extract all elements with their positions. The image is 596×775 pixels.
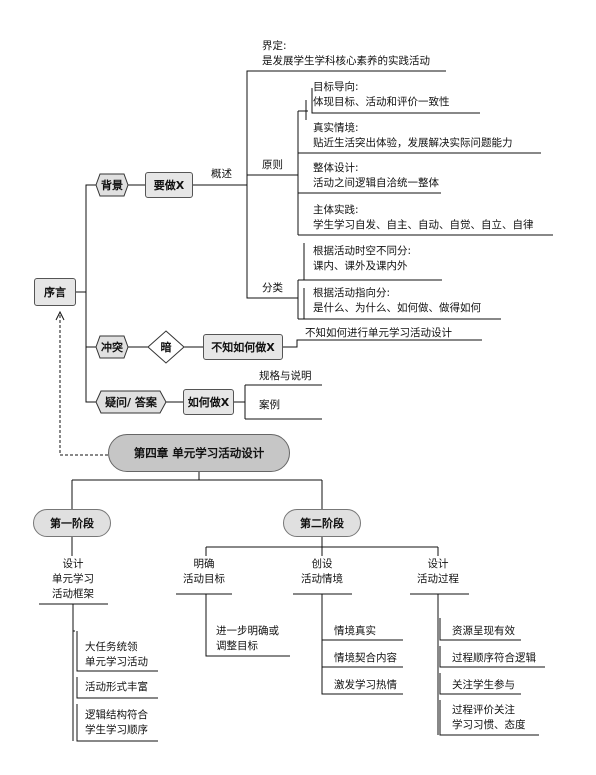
stage1-item: 逻辑结构符合 学生学习顺序 [85,709,148,736]
principle-item: 整体设计: 活动之间逻辑自洽统一整体 [313,162,439,189]
stage2-label: 第二阶段 [300,517,344,530]
background-node: 背景 [96,174,128,196]
process-item: 关注学生参与 [452,679,515,691]
need-node: 要做X [145,172,193,198]
stage1-node: 第一阶段 [33,509,111,537]
conflict-label: 冲突 [101,341,123,354]
goal-item: 进一步明确或 调整目标 [216,625,279,652]
chapter-title: 第四章 单元学习活动设计 [133,446,265,460]
overview-label: 概述 [211,168,232,180]
stage1-design: 设计 单元学习 活动框架 [52,558,94,600]
principle-item: 主体实践: 学生学习自发、自主、自动、自觉、自立、自律 [313,204,534,231]
how-label: 如何做X [187,396,230,409]
process-item: 资源呈现有效 [452,625,515,637]
scene-item: 情境真实 [334,625,376,637]
conflict-detail: 不知如何进行单元学习活动设计 [305,327,452,339]
stage1-item: 活动形式丰富 [85,681,148,693]
stage2-goal: 明确 活动目标 [183,558,225,585]
stage2-scene: 创设 活动情境 [301,558,343,585]
definition-text: 界定: 是发展学生学科核心素养的实践活动 [262,40,430,67]
category-item: 根据活动指向分: 是什么、为什么、如何做、做得如何 [313,287,481,314]
category-item: 根据活动时空不同分: 课内、课外及课内外 [313,245,412,272]
hint-label: 暗 [160,341,172,354]
process-item: 过程顺序符合逻辑 [452,652,536,664]
background-label: 背景 [101,179,123,192]
hint-node: 暗 [148,336,184,358]
category-label: 分类 [262,282,283,294]
need-label: 要做X [153,179,185,192]
stage2-process: 设计 活动过程 [417,558,459,585]
principles-label: 原则 [262,159,283,171]
stage2-node: 第二阶段 [283,509,361,537]
principle-item: 真实情境: 贴近生活突出体验，发展解决实际问题能力 [313,122,513,149]
unknown-label: 不知如何做X [211,341,275,354]
question-node: 疑问/ 答案 [96,391,166,413]
question-label: 疑问/ 答案 [105,396,157,409]
root-label: 序言 [44,286,66,299]
chapter-node: 第四章 单元学习活动设计 [108,434,290,472]
stage1-item: 大任务统领 单元学习活动 [85,641,148,668]
stage1-label: 第一阶段 [50,517,94,530]
question-item: 规格与说明 [259,370,312,382]
root-node: 序言 [34,278,76,306]
question-item: 案例 [259,399,280,411]
unknown-node: 不知如何做X [203,334,283,360]
process-item: 过程评价关注 学习习惯、态度 [452,704,526,731]
principle-item: 目标导向: 体现目标、活动和评价一致性 [313,81,450,108]
scene-item: 激发学习热情 [334,679,397,691]
how-node: 如何做X [183,389,234,415]
conflict-node: 冲突 [96,336,128,358]
scene-item: 情境契合内容 [334,652,397,664]
